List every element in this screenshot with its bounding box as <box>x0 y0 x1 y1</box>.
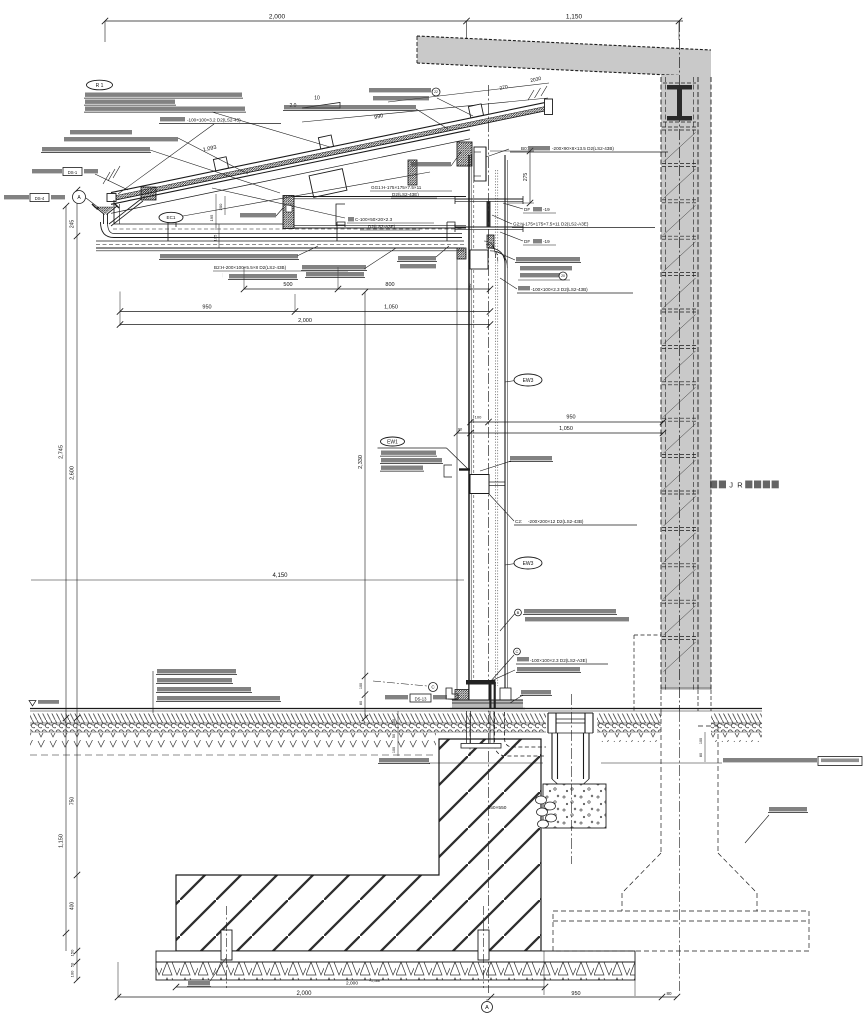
svg-text:-100×100×3.2 D2(LS2-43): -100×100×3.2 D2(LS2-43) <box>187 118 241 123</box>
svg-text:2,600: 2,600 <box>70 466 76 480</box>
svg-text:200: 200 <box>218 203 223 210</box>
svg-text:EW3: EW3 <box>523 561 534 567</box>
svg-text:195: 195 <box>209 214 214 221</box>
svg-text:A: A <box>485 1005 489 1011</box>
svg-text:100: 100 <box>70 970 75 977</box>
svg-text:D2(LS2-A3E): D2(LS2-A3E) <box>368 224 396 229</box>
svg-text:G2:H-175×175×7.5×11 D2(LS2-A3E: G2:H-175×175×7.5×11 D2(LS2-A3E) <box>513 222 589 227</box>
svg-text:175: 175 <box>213 234 218 241</box>
svg-text:500: 500 <box>283 282 292 288</box>
svg-text:10: 10 <box>314 96 320 102</box>
svg-text:100: 100 <box>392 747 396 753</box>
svg-text:-19: -19 <box>543 239 550 244</box>
svg-text:-100×100×2.3 D2(LS2-43B): -100×100×2.3 D2(LS2-43B) <box>531 287 588 292</box>
svg-text:80: 80 <box>666 991 672 996</box>
svg-text:DS-1: DS-1 <box>68 170 78 175</box>
svg-text:950: 950 <box>202 305 211 311</box>
svg-text:+1,188: +1,188 <box>369 979 380 983</box>
svg-text:R: R <box>737 481 743 490</box>
svg-text:2,745: 2,745 <box>59 445 65 459</box>
svg-text:EW1: EW1 <box>387 439 398 445</box>
svg-text:750: 750 <box>70 797 76 806</box>
svg-text:B: B <box>517 610 520 615</box>
svg-text:800: 800 <box>385 282 394 288</box>
svg-text:90: 90 <box>458 427 463 432</box>
svg-text:2,000: 2,000 <box>269 14 286 21</box>
svg-text:DS-13: DS-13 <box>415 697 428 702</box>
svg-text:80: 80 <box>359 701 363 705</box>
svg-text:20: 20 <box>561 274 565 278</box>
svg-text:950: 950 <box>566 415 575 421</box>
svg-text:C: C <box>431 685 435 690</box>
svg-text:R 1: R 1 <box>96 83 104 89</box>
svg-text:950: 950 <box>571 991 580 997</box>
svg-text:DF: DF <box>524 207 530 212</box>
svg-text:-200×90×8×13.5 D2(LS2-43B): -200×90×8×13.5 D2(LS2-43B) <box>552 146 614 151</box>
svg-text:550×550: 550×550 <box>488 805 507 811</box>
svg-text:2,330: 2,330 <box>358 455 364 469</box>
svg-text:EW3: EW3 <box>523 378 534 384</box>
svg-text:GG1:H-175×175×7.5×11: GG1:H-175×175×7.5×11 <box>371 185 422 190</box>
svg-text:-200×200×12 D2(LS2-43B): -200×200×12 D2(LS2-43B) <box>528 519 584 524</box>
svg-text:390: 390 <box>467 283 472 290</box>
svg-text:-19: -19 <box>543 207 550 212</box>
svg-text:A: A <box>77 195 81 201</box>
svg-text:80: 80 <box>699 753 703 757</box>
svg-text:50: 50 <box>70 962 75 967</box>
svg-text:100: 100 <box>699 738 703 744</box>
svg-text:1,150: 1,150 <box>566 14 583 21</box>
svg-text:J: J <box>729 481 733 490</box>
svg-text:100: 100 <box>392 719 396 725</box>
svg-text:400: 400 <box>70 902 76 911</box>
svg-text:50: 50 <box>392 734 396 738</box>
svg-text:150: 150 <box>70 949 75 956</box>
svg-text:B2:H-200×100×5.5×8 D2(LS2-43B): B2:H-200×100×5.5×8 D2(LS2-43B) <box>214 265 287 270</box>
svg-text:22: 22 <box>434 90 438 94</box>
svg-text:1,093: 1,093 <box>202 145 217 154</box>
svg-text:1,150: 1,150 <box>59 834 65 848</box>
svg-text:-100×100×2.3 D2(LS2-A3E): -100×100×2.3 D2(LS2-A3E) <box>530 658 588 663</box>
svg-text:DS-4: DS-4 <box>35 196 45 201</box>
svg-text:EC1: EC1 <box>167 215 176 220</box>
svg-text:DF: DF <box>524 239 530 244</box>
svg-text:100: 100 <box>359 683 363 689</box>
svg-text:2,000: 2,000 <box>346 981 358 987</box>
svg-text:C2:: C2: <box>515 519 522 524</box>
svg-text:100: 100 <box>475 415 482 420</box>
svg-text:2,000: 2,000 <box>298 318 312 324</box>
svg-text:1,050: 1,050 <box>559 426 573 432</box>
svg-text:D2(LS2-43E): D2(LS2-43E) <box>392 192 419 197</box>
svg-text:B0:: B0: <box>521 146 528 151</box>
svg-text:990: 990 <box>374 113 384 121</box>
svg-text:245: 245 <box>70 220 76 229</box>
svg-text:2,000: 2,000 <box>296 991 312 997</box>
svg-text:C-100×50×20×2.3: C-100×50×20×2.3 <box>355 217 393 222</box>
svg-text:275: 275 <box>523 173 529 182</box>
svg-text:2030: 2030 <box>530 76 542 84</box>
svg-text:270: 270 <box>499 84 509 92</box>
svg-text:4,150: 4,150 <box>272 573 288 579</box>
svg-text:1,050: 1,050 <box>384 305 398 311</box>
svg-text:C: C <box>516 649 519 654</box>
